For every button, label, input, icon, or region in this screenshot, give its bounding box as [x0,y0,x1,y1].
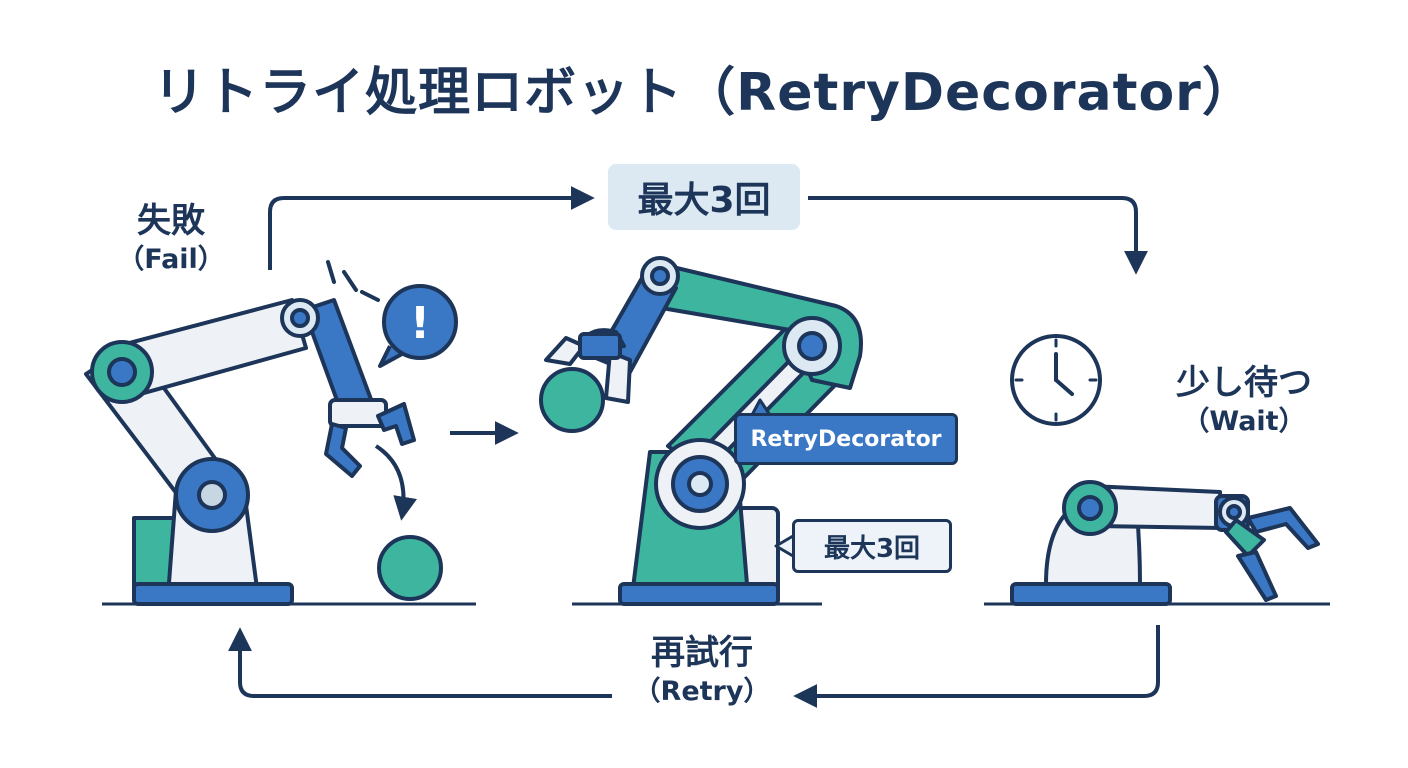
step-label-fail-jp: 失敗 [137,201,205,241]
retry-decorator-tag: RetryDecorator [734,413,958,465]
loop-arrow-fail-to-badge [268,186,595,270]
step-label-fail: 失敗 （Fail） [96,200,246,276]
step-label-retry: 再試行 （Retry） [612,632,792,708]
robot-arm-icon-fail [84,298,476,606]
impact-lines [326,260,380,302]
tag-pointer-count [774,534,794,558]
step-label-wait: 少し待つ （Wait） [1142,362,1346,438]
step-label-fail-en: （Fail） [117,243,225,275]
robot-arm-icon-wait [984,480,1330,606]
step-label-retry-jp: 再試行 [651,633,753,673]
exclamation-speech-bubble-icon: ! [378,284,458,368]
tag-pointer-decorator [750,398,772,416]
step-label-wait-en: （Wait） [1182,405,1306,437]
diagram-title: リトライ処理ロボット（RetryDecorator） [153,63,1255,123]
ball-icon-dropped [377,535,443,601]
falling-arrow [374,444,417,521]
alert-mark: ! [410,298,430,349]
loop-arrow-badge-to-wait [808,196,1148,275]
loop-arrow-retry-to-fail [228,627,612,698]
step-label-wait-jp: 少し待つ [1176,363,1312,403]
clock-icon [1010,334,1102,426]
max-attempts-tag: 最大3回 [792,519,952,573]
step-label-retry-en: （Retry） [633,675,771,707]
robot-arm-icon-retry [539,256,863,606]
loop-max-attempts-badge: 最大3回 [608,164,800,230]
loop-arrow-wait-to-retry [793,625,1160,708]
